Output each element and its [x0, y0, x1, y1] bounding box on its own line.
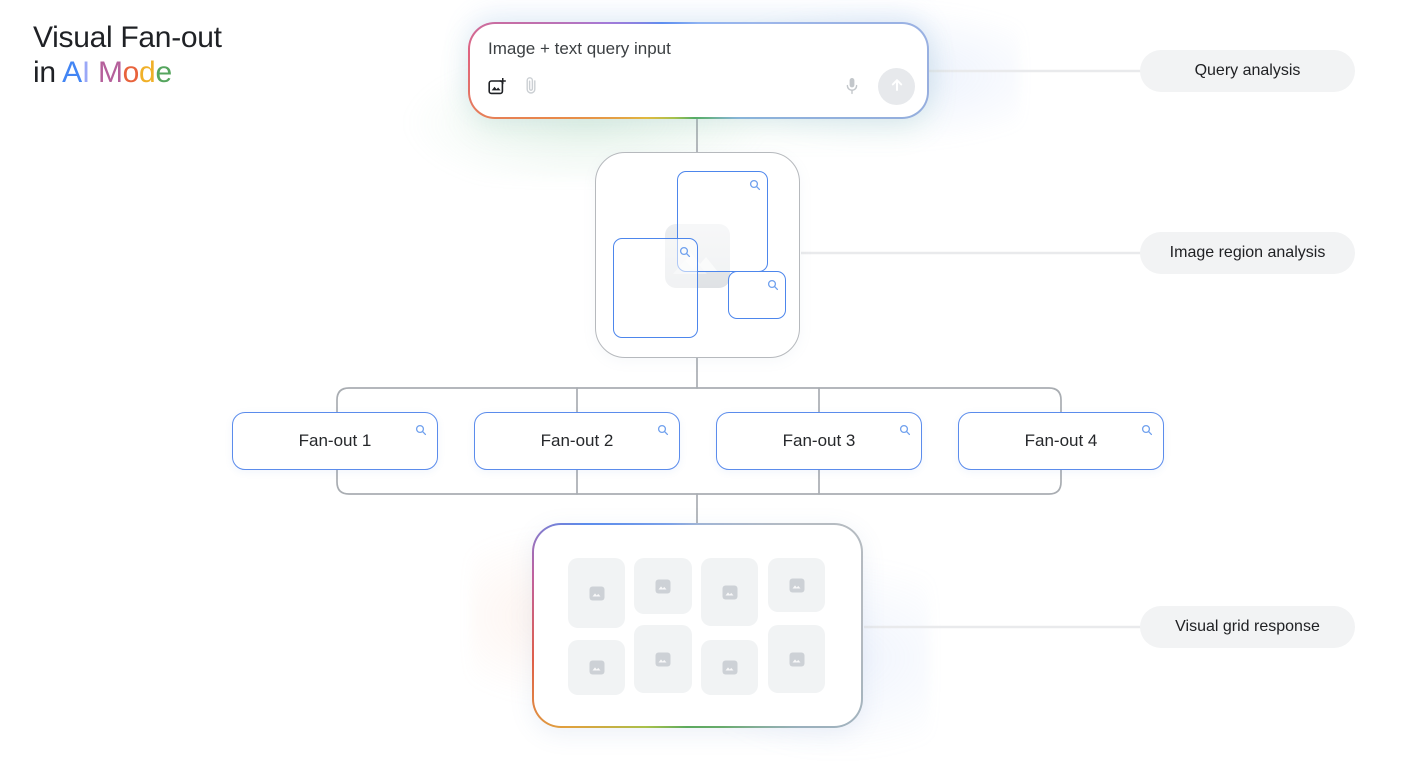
fanout-box-2: Fan-out 2 [474, 412, 680, 470]
grid-tile [634, 558, 692, 614]
label-pill-visual-grid-response: Visual grid response [1140, 606, 1355, 648]
fanout-box-1: Fan-out 1 [232, 412, 438, 470]
query-input-box[interactable]: Image + text query input [468, 22, 929, 119]
grid-tile [768, 558, 825, 612]
magnifier-icon [1141, 421, 1153, 436]
image-thumbnail-icon [655, 652, 671, 666]
label-pill-image-region-analysis: Image region analysis [1140, 232, 1355, 274]
fanout-label: Fan-out 1 [298, 431, 372, 450]
grid-tile [701, 640, 758, 695]
image-thumbnail-icon [789, 578, 804, 592]
grid-tile [568, 558, 625, 628]
label-pill-text: Image region analysis [1169, 244, 1326, 261]
grid-tile [768, 625, 825, 693]
diagram-title: Visual Fan-out in AI Mode [33, 20, 222, 90]
add-image-icon[interactable] [488, 77, 508, 97]
title-line-1: Visual Fan-out [33, 21, 222, 54]
magnifier-icon [899, 421, 911, 436]
title-space [90, 56, 98, 89]
title-letter-d: d [139, 56, 156, 89]
title-line-2: in AI Mode [33, 55, 222, 90]
magnifier-icon [767, 278, 779, 291]
grid-tile [634, 625, 692, 693]
magnifier-icon [749, 178, 761, 191]
image-thumbnail-icon [589, 586, 604, 600]
title-letter-i: I [81, 56, 90, 89]
title-letter-e: e [155, 56, 172, 89]
connector-bottom-bus [336, 468, 1062, 495]
image-thumbnail-icon [655, 579, 671, 593]
title-letter-o: o [122, 56, 140, 89]
fanout-label: Fan-out 2 [540, 431, 614, 450]
arrow-up-icon [888, 76, 906, 97]
magnifier-icon [657, 421, 669, 436]
image-thumbnail-icon [589, 660, 604, 675]
image-thumbnail-icon [722, 660, 737, 675]
attachment-icon[interactable] [524, 76, 538, 96]
title-line-2-prefix: in [33, 56, 63, 89]
fanout-box-3: Fan-out 3 [716, 412, 922, 470]
query-input-text[interactable]: Image + text query input [488, 39, 671, 58]
magnifier-icon [415, 421, 427, 436]
query-input-surface[interactable]: Image + text query input [470, 24, 927, 117]
fanout-label: Fan-out 3 [782, 431, 856, 450]
label-pill-text: Visual grid response [1175, 618, 1320, 635]
visual-grid-surface [534, 525, 861, 726]
image-thumbnail-icon [789, 652, 804, 666]
grid-tile [701, 558, 758, 626]
image-region-2 [613, 238, 698, 338]
title-letter-m: M [97, 56, 123, 89]
image-region-3 [728, 271, 786, 319]
visual-grid-box [532, 523, 863, 728]
image-thumbnail-icon [722, 585, 737, 599]
query-input-toolbar [488, 68, 915, 105]
label-pill-text: Query analysis [1194, 62, 1301, 79]
connector-top-bus [336, 387, 1062, 414]
grid-tile [568, 640, 625, 695]
magnifier-icon [679, 245, 691, 258]
fanout-label: Fan-out 4 [1024, 431, 1098, 450]
title-letter-a: A [62, 56, 82, 89]
fanout-box-4: Fan-out 4 [958, 412, 1164, 470]
submit-button[interactable] [878, 68, 915, 105]
label-pill-query-analysis: Query analysis [1140, 50, 1355, 92]
mic-icon[interactable] [844, 77, 860, 95]
